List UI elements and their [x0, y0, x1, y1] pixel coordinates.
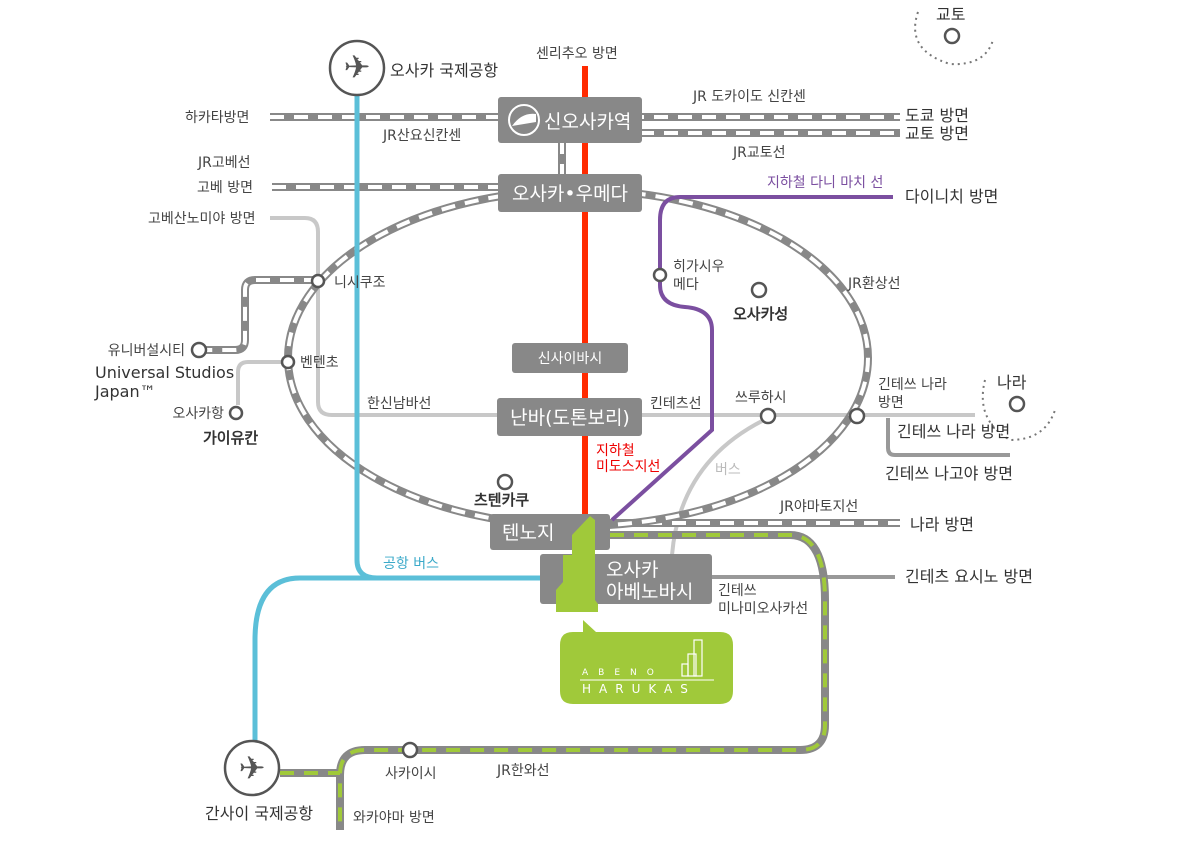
bentencho-branch — [236, 360, 288, 405]
itami-label: 오사카 국제공항 — [390, 61, 498, 80]
station-bentencho — [280, 354, 296, 370]
station-higashi-umeda — [652, 267, 668, 283]
station-markers[interactable] — [190, 27, 1026, 759]
station-shin-osaka[interactable]: 신오사카역 — [498, 97, 642, 143]
jr-tokaido-label: JR 도카이도 신칸센 — [692, 89, 806, 105]
jr-kyoto-label: JR교토선 — [732, 145, 786, 161]
station-kyoto — [943, 27, 961, 45]
bus-label: 버스 — [715, 462, 741, 478]
osaka-castle-label: 오사카성 — [733, 305, 788, 323]
kyoto-area-arc — [914, 11, 994, 66]
kobe-dir-label: 고베 방면 — [197, 180, 253, 196]
harukas-logo-top: ABENO — [582, 668, 664, 678]
nara-dir-label: 나라 방면 — [910, 515, 974, 534]
higashi-umeda-label: 히가시우 — [673, 259, 725, 275]
airplane-icon: ✈ — [239, 749, 266, 787]
station-label: 오사카•우메다 — [512, 183, 628, 205]
jr-sanyo-label: JR산요신칸센 — [382, 128, 461, 144]
hanshin-namba-line — [270, 216, 975, 417]
station-tsutenkaku — [496, 473, 514, 491]
station-umeda[interactable]: 오사카•우메다 — [498, 174, 642, 212]
station-osaka-castle — [750, 281, 768, 299]
jr-hanwa-line — [280, 531, 829, 830]
station-label: 텐노지 — [502, 522, 554, 544]
itami-airport[interactable]: ✈ 오사카 국제공항 — [328, 39, 498, 97]
tsuruhashi-label: 쓰루하시 — [735, 390, 787, 406]
airport-bus-line — [252, 95, 545, 745]
station-namba[interactable]: 난바(도톤보리) — [497, 398, 642, 436]
dainichi-label: 다이니치 방면 — [905, 187, 998, 206]
kobe-sannomiya-label: 고베산노미야 방면 — [148, 211, 256, 227]
bentencho-label: 벤텐초 — [300, 355, 339, 371]
station-shinsaibashi[interactable]: 신사이바시 — [512, 343, 628, 373]
jr-hanwa-label: JR한와선 — [496, 763, 550, 779]
kyoto-dir-label: 교토 방면 — [905, 124, 969, 143]
abeno-harukas-tower-icon — [556, 516, 598, 612]
kyoto-label: 교토 — [936, 5, 965, 24]
station-nishikujo — [310, 273, 326, 289]
station-label: 난바(도톤보리) — [510, 407, 630, 429]
kansai-airport[interactable]: ✈ 간사이 국제공항 — [205, 739, 313, 823]
kaiyukan-label: 가이유칸 — [203, 429, 258, 447]
hakata-label: 하카타방면 — [185, 110, 249, 126]
station-usj — [190, 341, 208, 359]
station-label: 오사카 — [606, 559, 658, 581]
kintetsu-nara-label: 긴테쓰 나라 — [878, 377, 947, 393]
usj-en-label-2: Japan™ — [94, 382, 156, 401]
airport-bus-label: 공항 버스 — [383, 556, 439, 572]
kintetsu-nara-dir-label: 긴테쓰 나라 방면 — [897, 422, 1010, 441]
jr-kobe-label: JR고베선 — [197, 155, 251, 171]
senri-chuo-label: 센리추오 방면 — [536, 46, 618, 62]
hanshin-namba-label: 한신남바선 — [367, 396, 431, 412]
midosuji-label: 지하철 — [596, 443, 635, 459]
kintetsu-label: 킨테츠선 — [650, 396, 702, 412]
jr-loop-label: JR환상선 — [847, 276, 901, 292]
station-tsuruhashi — [759, 407, 777, 425]
station-sakai — [401, 741, 419, 759]
station-label: 신오사카역 — [544, 111, 631, 133]
airplane-icon: ✈ — [344, 48, 371, 86]
kintetsu-nara-line — [886, 418, 1010, 457]
tanimachi-line — [610, 195, 893, 522]
usj-en-label: Universal Studios — [95, 363, 234, 382]
station-kintetsu-junction — [848, 407, 866, 425]
usj-label: 유니버설시티 — [108, 343, 185, 359]
minami-osaka-label-2: 미나미오사카선 — [718, 601, 808, 617]
nishikujo-label: 니시쿠조 — [334, 275, 386, 291]
sakai-label: 사카이시 — [385, 766, 437, 782]
tanimachi-label: 지하철 다니 마치 선 — [767, 175, 883, 191]
minami-osaka-label: 긴테쓰 — [718, 583, 757, 599]
abeno-harukas-badge[interactable]: ABENO HARUKAS — [560, 620, 733, 704]
jr-yamatoji-label: JR야마토지선 — [779, 499, 858, 515]
shinkansen-icon — [508, 104, 540, 136]
station-osakako — [228, 405, 244, 421]
kintetsu-nara-label-2: 방면 — [878, 395, 904, 411]
osakako-label: 오사카항 — [172, 406, 224, 422]
midosuji-label-2: 미도스지선 — [596, 459, 660, 475]
shinkansen-icon-train — [512, 113, 536, 126]
harukas-logo-bottom: HARUKAS — [582, 682, 696, 696]
tokyo-label: 도쿄 방면 — [905, 106, 969, 125]
kansai-label: 간사이 국제공항 — [205, 804, 313, 823]
kintetsu-nagoya-label: 긴테쓰 나고야 방면 — [885, 464, 1013, 483]
harukas-logo-building-icon — [681, 639, 703, 677]
station-label: 신사이바시 — [538, 351, 602, 367]
station-label: 아베노바시 — [606, 581, 693, 603]
wakayama-label: 와카야마 방면 — [353, 810, 435, 826]
station-nara — [1008, 395, 1026, 413]
nara-label: 나라 — [997, 373, 1027, 392]
yoshino-label: 긴테츠 요시노 방면 — [905, 567, 1033, 586]
tsutenkaku-label: 츠텐카쿠 — [474, 491, 529, 509]
higashi-umeda-label-2: 메다 — [673, 277, 699, 293]
